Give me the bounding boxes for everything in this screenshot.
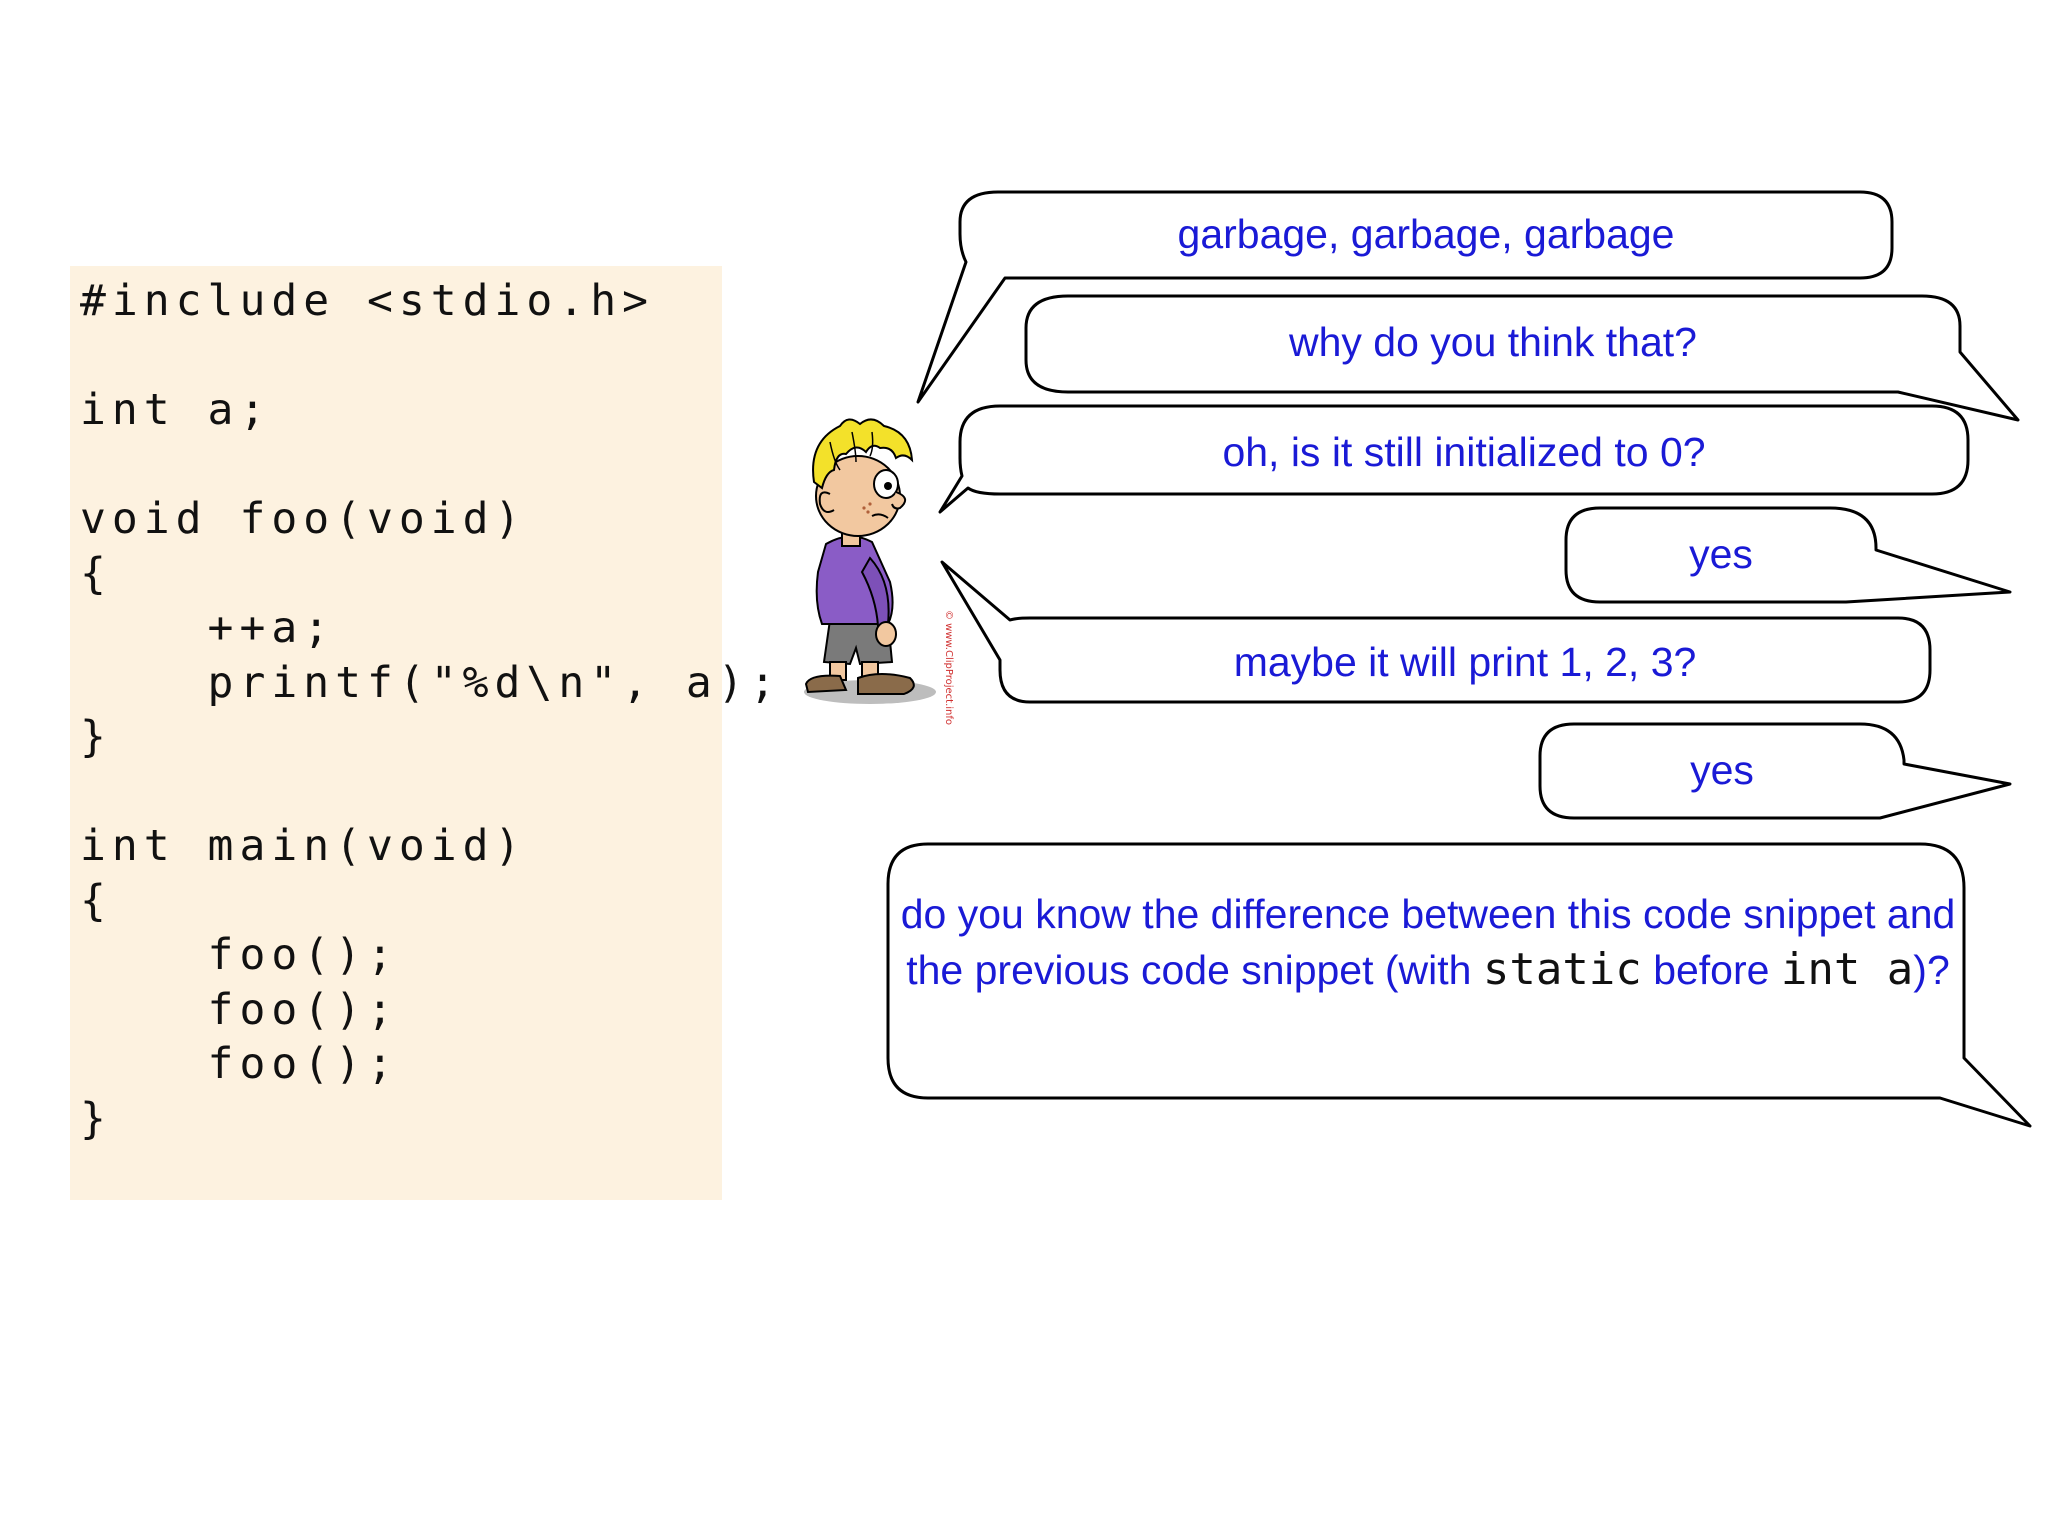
bubble-5-text: maybe it will print 1, 2, 3?	[1233, 639, 1697, 685]
bubble-3-text: oh, is it still initialized to 0?	[1222, 429, 1706, 475]
bubble-4-text: yes	[1689, 531, 1753, 577]
bubble-2-outline	[1024, 294, 2020, 422]
bubble-1-text: garbage, garbage, garbage	[1177, 211, 1675, 257]
bubble-7-part1: do you know the difference between this …	[900, 891, 1956, 993]
code-text: #include <stdio.h> int a; void foo(void)…	[80, 276, 782, 1144]
cartoon-boy-icon	[804, 418, 936, 704]
bubble-7-code-int-a: int a	[1780, 944, 1914, 995]
bubble-7-code-static: static	[1482, 944, 1642, 995]
bubble-7-part2: before	[1641, 947, 1781, 993]
illustration-credit: © www.ClipProject.info	[943, 610, 954, 726]
bubble-4-outline	[1564, 506, 2012, 604]
bubble-7-part3: )?	[1913, 947, 1950, 993]
bubble-3-outline	[938, 404, 1970, 514]
bubble-1-outline	[916, 190, 1894, 404]
bubble-2-text: why do you think that?	[1289, 319, 1697, 365]
code-listing: #include <stdio.h> int a; void foo(void)…	[70, 266, 776, 1200]
bubble-7-outline	[886, 842, 2032, 1128]
bubble-6-text: yes	[1690, 747, 1754, 793]
bubble-5-outline	[940, 560, 1932, 704]
bubble-6-outline	[1538, 722, 2012, 820]
bubble-7-text: do you know the difference between this …	[900, 886, 1956, 998]
